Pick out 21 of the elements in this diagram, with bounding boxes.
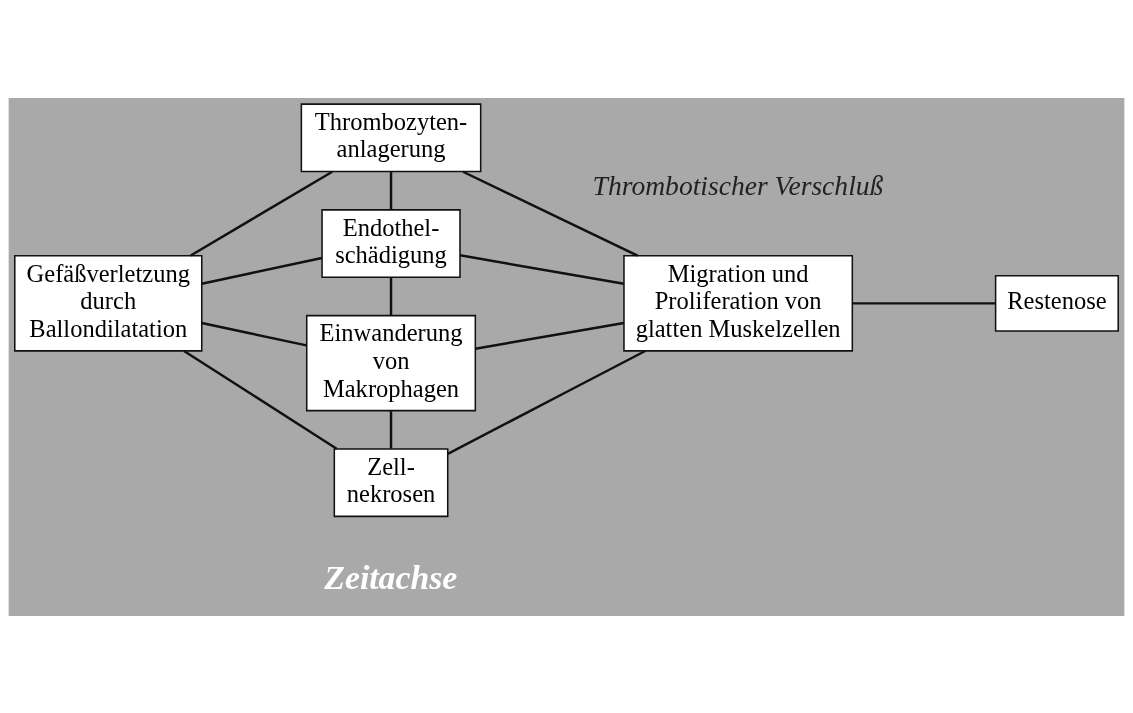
label: Thrombotischer Verschluß: [592, 169, 884, 201]
connector: [201, 256, 323, 285]
connector: [459, 253, 625, 285]
connector: [852, 301, 996, 305]
connector: [475, 321, 625, 350]
node-box: Gefäßverletzung durch Ballondilatation: [14, 254, 203, 352]
connector: [201, 321, 307, 347]
connector: [389, 171, 393, 210]
node-box: Einwanderung von Makrophagen: [305, 314, 477, 411]
connector: [389, 410, 393, 449]
connector: [183, 349, 338, 450]
label: Zeitachse: [324, 558, 458, 596]
connector: [389, 277, 393, 315]
node-box: Migration und Proliferation von glatten Muskelzellen: [623, 254, 854, 352]
node-box: Endothel-schädigung: [321, 208, 461, 278]
connector: [190, 170, 333, 257]
connector: [462, 170, 639, 257]
connector: [447, 349, 646, 455]
node-box: Restenose: [994, 274, 1119, 332]
node-box: Thrombozyten-anlagerung: [300, 102, 482, 172]
node-box: Zell-nekrosen: [333, 447, 449, 517]
